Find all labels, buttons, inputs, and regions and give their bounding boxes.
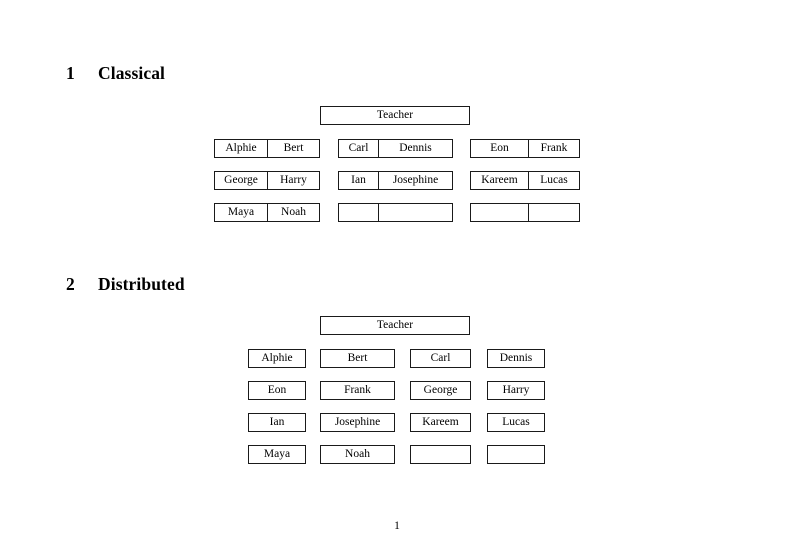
student-cell: Harry xyxy=(267,172,319,189)
student-pair-row: Ian Josephine xyxy=(338,171,453,190)
student-cell: Eon xyxy=(490,142,509,154)
student-pair-row-empty xyxy=(338,203,453,222)
student-pair-row: Carl Dennis xyxy=(338,139,453,158)
student-pair-row: Kareem Lucas xyxy=(470,171,580,190)
section-title: Classical xyxy=(98,63,166,83)
student-box: Carl xyxy=(410,349,471,368)
student-cell: Ian xyxy=(351,174,366,186)
student-box: Kareem xyxy=(410,413,471,432)
student-cell-empty xyxy=(528,204,579,221)
section-number: 1 xyxy=(66,63,75,83)
student-box: Lucas xyxy=(487,413,545,432)
student-cell: Maya xyxy=(227,206,255,218)
student-box: George xyxy=(410,381,471,400)
student-box: Josephine xyxy=(320,413,395,432)
student-box: Eon xyxy=(248,381,306,400)
teacher-box-distributed: Teacher xyxy=(320,316,470,335)
student-cell: Kareem xyxy=(481,174,518,186)
student-cell: Dennis xyxy=(378,140,452,157)
student-cell: Alphie xyxy=(225,142,257,154)
page-number: 1 xyxy=(394,520,400,532)
student-cell: Carl xyxy=(348,142,369,154)
student-box-empty xyxy=(487,445,545,464)
student-pair-row: George Harry xyxy=(214,171,320,190)
student-cell: Frank xyxy=(528,140,579,157)
student-cell-empty xyxy=(471,204,528,221)
student-pair-row: Maya Noah xyxy=(214,203,320,222)
student-cell: Bert xyxy=(267,140,319,157)
student-cell: Noah xyxy=(267,204,319,221)
student-pair-row-empty xyxy=(470,203,580,222)
student-cell: Lucas xyxy=(528,172,579,189)
section-number: 2 xyxy=(66,274,75,294)
student-cell-empty xyxy=(339,204,378,221)
student-pair-row: Eon Frank xyxy=(470,139,580,158)
student-cell: George xyxy=(224,174,258,186)
student-box: Maya xyxy=(248,445,306,464)
student-box-empty xyxy=(410,445,471,464)
student-box: Noah xyxy=(320,445,395,464)
student-box: Bert xyxy=(320,349,395,368)
student-box: Frank xyxy=(320,381,395,400)
student-box: Harry xyxy=(487,381,545,400)
teacher-box-classical: Teacher xyxy=(320,106,470,125)
section-heading-distributed: 2 Distributed xyxy=(66,274,185,295)
student-cell-empty xyxy=(378,204,452,221)
section-title: Distributed xyxy=(98,274,185,294)
student-cell: Josephine xyxy=(378,172,452,189)
student-box: Dennis xyxy=(487,349,545,368)
student-box: Alphie xyxy=(248,349,306,368)
student-box: Ian xyxy=(248,413,306,432)
section-heading-classical: 1 Classical xyxy=(66,63,165,84)
student-pair-row: Alphie Bert xyxy=(214,139,320,158)
